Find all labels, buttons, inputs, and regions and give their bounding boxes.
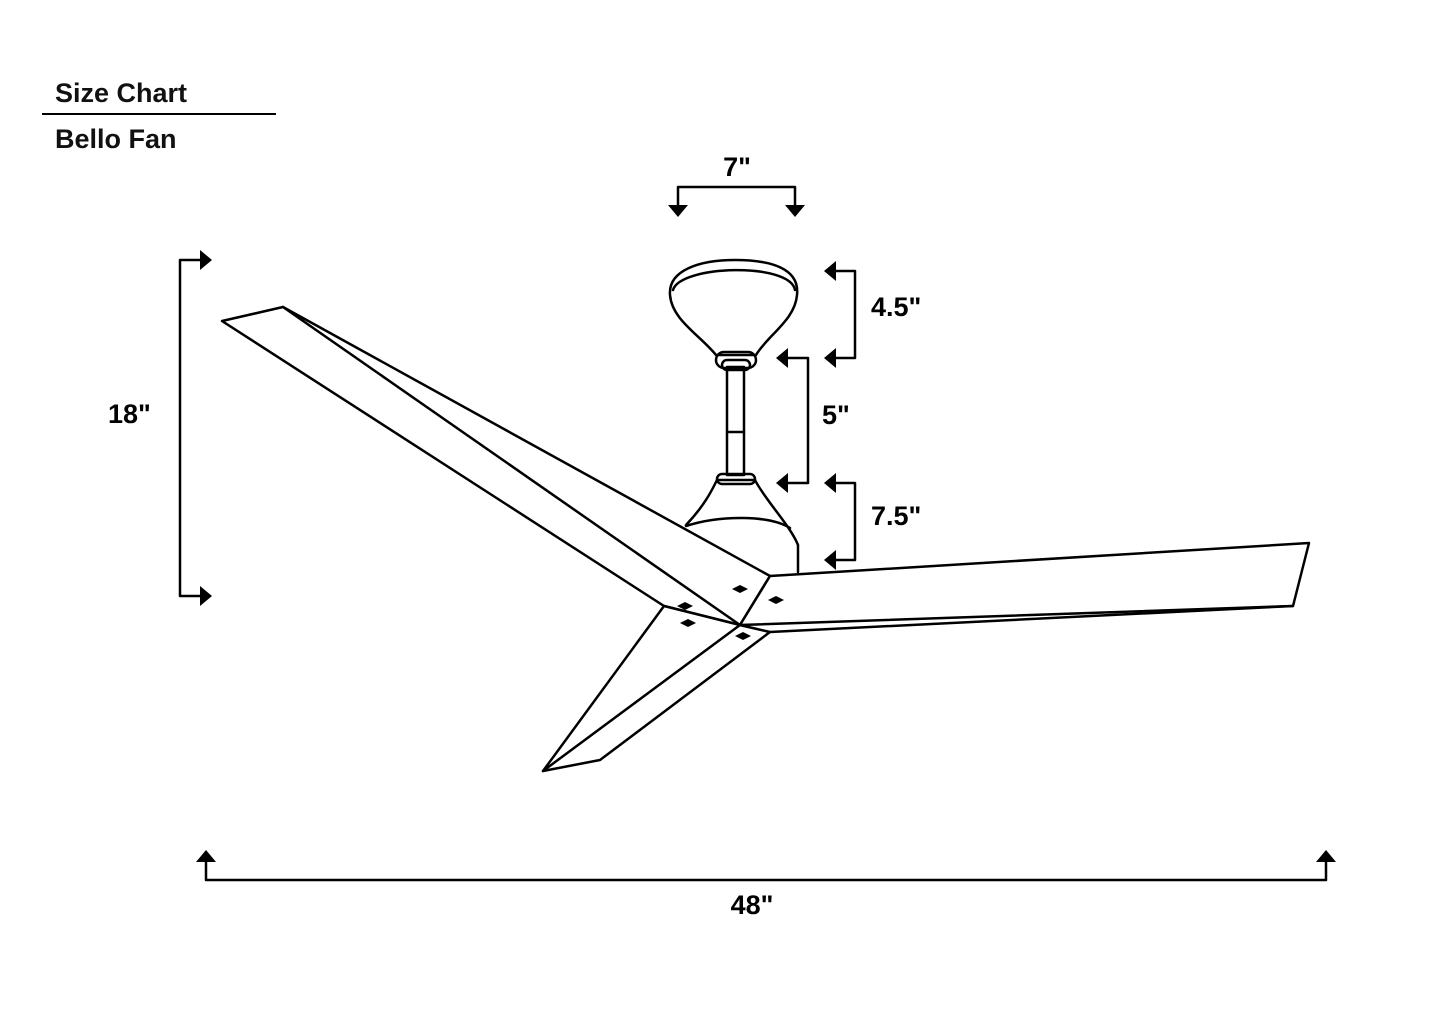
- blade-left: [220, 305, 772, 627]
- fan-motor-assembly: [668, 258, 800, 574]
- fan-diameter-label: 48": [731, 890, 774, 920]
- canopy-width-dimension: 7": [668, 152, 805, 217]
- canopy-width-label: 7": [723, 152, 751, 182]
- motor-height-dimension: 7.5": [824, 473, 921, 570]
- downrod-length-dimension: 5": [776, 348, 850, 493]
- downrod: [725, 365, 746, 477]
- fan-diameter-dimension: 48": [196, 850, 1336, 920]
- fan-name: Bello Fan: [55, 124, 177, 154]
- blade-right: [738, 541, 1311, 634]
- blade-screws: [677, 585, 784, 640]
- canopy: [668, 258, 799, 357]
- blade-drop-dimension: 18": [108, 250, 212, 606]
- canopy-height-dimension: 4.5": [824, 261, 921, 368]
- canopy-height-label: 4.5": [871, 292, 921, 322]
- motor-height-label: 7.5": [871, 501, 921, 531]
- downrod-length-label: 5": [822, 400, 850, 430]
- blade-drop-label: 18": [108, 399, 151, 429]
- fan-blades: [220, 305, 1311, 773]
- chart-title: Size Chart: [55, 78, 187, 108]
